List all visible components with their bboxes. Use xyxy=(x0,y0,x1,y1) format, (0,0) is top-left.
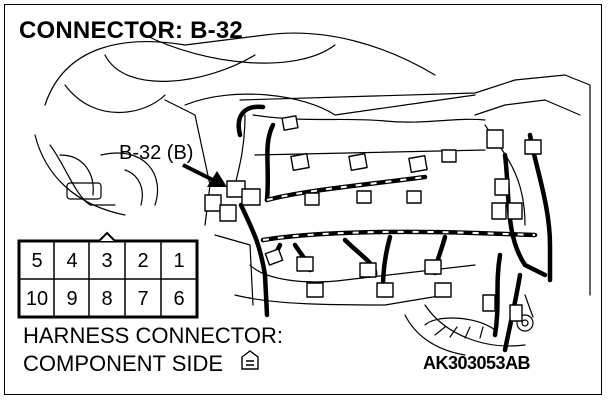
figure-code: AK303053AB xyxy=(423,353,531,373)
diagram-frame: 5 4 3 2 1 10 9 8 7 6 CONNECTOR: B-32 B-3… xyxy=(4,4,602,395)
pin-7: 7 xyxy=(137,287,149,310)
connector-face xyxy=(17,231,199,319)
connector-callout-label: B-32 (B) xyxy=(119,142,194,164)
pin-5: 5 xyxy=(31,249,43,272)
pin-4: 4 xyxy=(66,249,78,272)
pin-10: 10 xyxy=(25,287,49,310)
pin-3: 3 xyxy=(101,249,113,272)
pin-9: 9 xyxy=(66,287,78,310)
caption-line-1: HARNESS CONNECTOR: xyxy=(23,323,283,348)
caption-line-2: COMPONENT SIDE xyxy=(23,351,224,376)
pin-8: 8 xyxy=(101,287,113,310)
pin-1: 1 xyxy=(173,249,185,272)
arrow-pointer xyxy=(182,163,227,187)
pin-2: 2 xyxy=(137,249,149,272)
diagram-title: CONNECTOR: B-32 xyxy=(19,17,243,44)
connector-side-icon xyxy=(241,350,259,370)
pin-6: 6 xyxy=(173,287,185,310)
engine-harness-illustration xyxy=(17,32,591,370)
